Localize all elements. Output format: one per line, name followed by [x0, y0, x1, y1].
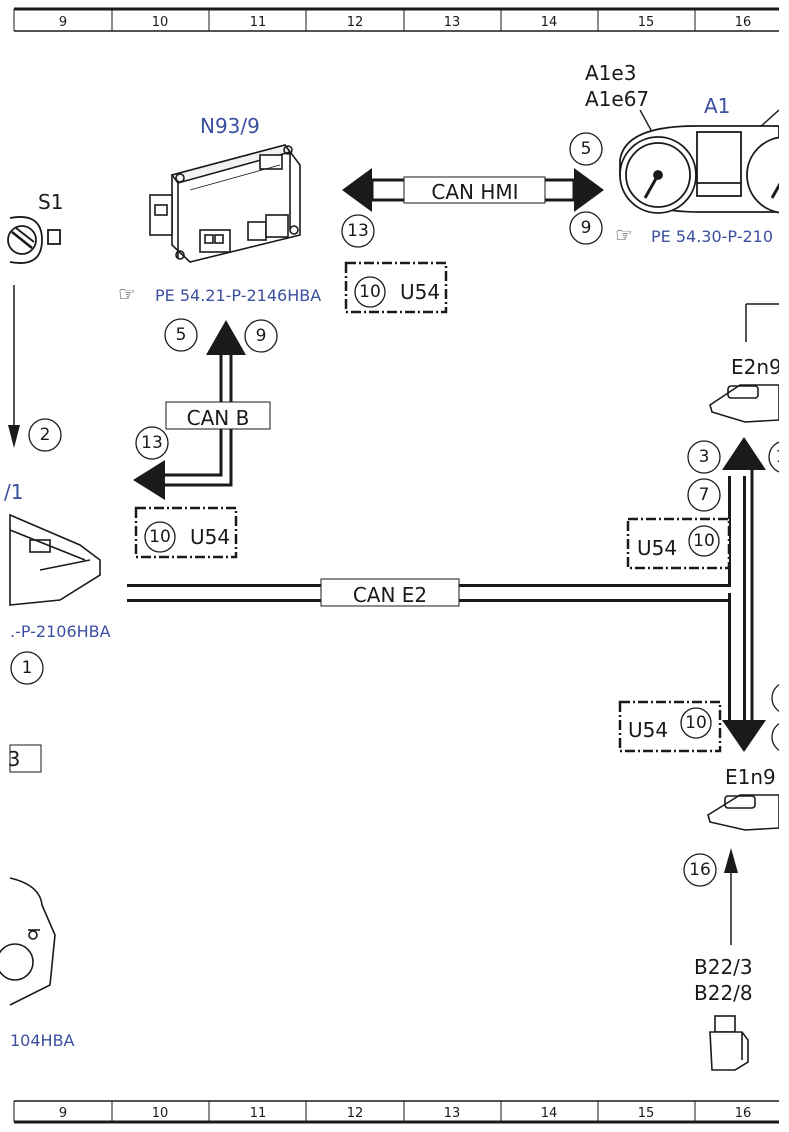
ruler-cell: 10: [152, 1106, 169, 1121]
callout-number: 1: [776, 447, 787, 467]
ruler-cell: 12: [347, 1106, 364, 1121]
a1-ref-link[interactable]: PE 54.30-P-210: [651, 227, 773, 246]
left-lower-ref-link[interactable]: 104HBA: [10, 1031, 75, 1050]
callout-number: 9: [256, 326, 267, 346]
sensor-icon: [709, 1015, 749, 1071]
a1-label: A1: [704, 94, 730, 118]
callout-number: 16: [689, 860, 711, 880]
u54-box-e2-lower: U54 10: [618, 700, 722, 753]
ruler-cell: 14: [541, 15, 558, 30]
u54-label: U54: [628, 718, 668, 742]
pointing-hand-icon: ☞: [118, 282, 136, 306]
s1-label: S1: [38, 190, 63, 214]
left-module-ref-link[interactable]: .-P-2106HBA: [10, 622, 111, 641]
u54-number: 10: [149, 527, 171, 547]
e1n9-label: E1n9: [725, 765, 776, 789]
callout-number: 9: [581, 218, 592, 238]
e2n9-label: E2n9: [731, 355, 782, 379]
callout-number: 7: [699, 485, 710, 505]
callout-number: 1: [22, 658, 33, 678]
top-ruler: 9 10 11 12 13 14 15 16: [13, 7, 779, 32]
can-e2-label: CAN E2: [353, 583, 427, 607]
down-arrow-icon: [8, 425, 20, 448]
ruler-cell: 15: [638, 15, 655, 30]
ruler-cell: 9: [59, 15, 67, 30]
pointing-hand-icon: ☞: [615, 223, 633, 247]
callout-number: 2: [40, 425, 51, 445]
callout-number: 13: [141, 433, 163, 453]
callout-number: 13: [347, 221, 369, 241]
b22-3-label: B22/3: [694, 955, 753, 979]
ruler-cell: 16: [735, 1106, 752, 1121]
a1e3-label: A1e3: [585, 61, 636, 85]
a1e67-label: A1e67: [585, 87, 649, 111]
n93-9-module-icon: [149, 144, 301, 263]
left-bus-label: 3: [8, 747, 21, 771]
left-lower-module-icon: [0, 877, 56, 1006]
u54-number: 10: [685, 713, 707, 733]
ruler-cell: 9: [59, 1106, 67, 1121]
ruler-cell: 10: [152, 15, 169, 30]
u54-box-canb: 10 U54: [134, 506, 238, 559]
callout-number: 3: [699, 447, 710, 467]
u54-number: 10: [359, 282, 381, 302]
b22-8-label: B22/8: [694, 981, 753, 1005]
u54-label: U54: [400, 280, 440, 304]
ruler-cell: 15: [638, 1106, 655, 1121]
u54-label: U54: [190, 525, 230, 549]
ruler-cell: 12: [347, 15, 364, 30]
can-hmi-bus: CAN HMI: [342, 168, 604, 212]
e2n9-module-icon: [709, 384, 779, 423]
ruler-cell: 11: [250, 15, 267, 30]
left-module-label: /1: [4, 480, 23, 504]
can-b-label: CAN B: [187, 406, 250, 430]
ruler-cell: 13: [444, 1106, 461, 1121]
can-hmi-label: CAN HMI: [431, 180, 518, 204]
ruler-cell: 14: [541, 1106, 558, 1121]
ignition-switch-icon: [7, 216, 61, 264]
up-arrow-icon: [724, 848, 738, 873]
left-bus-box: [9, 744, 42, 773]
u54-number: 10: [693, 531, 715, 551]
ruler-cell: 16: [735, 15, 752, 30]
u54-label: U54: [637, 536, 677, 560]
n93-9-ref-link[interactable]: PE 54.21-P-2146HBA: [155, 286, 321, 305]
n93-9-label: N93/9: [200, 114, 260, 138]
can-b-bus: CAN B: [133, 320, 271, 500]
can-e2-bus: CAN E2: [127, 437, 766, 752]
ruler-cell: 11: [250, 1106, 267, 1121]
u54-box-e2-upper: U54 10: [626, 517, 731, 570]
callout-number: 5: [176, 325, 187, 345]
left-module-icon: [9, 513, 101, 606]
bottom-ruler: 9 10 11 12 13 14 15 16: [13, 1100, 779, 1124]
callout-number: 5: [581, 139, 592, 159]
instrument-cluster-icon: [619, 125, 779, 214]
e1n9-module-icon: [707, 794, 779, 831]
u54-box-hmi: 10 U54: [344, 261, 448, 314]
ruler-cell: 13: [444, 15, 461, 30]
